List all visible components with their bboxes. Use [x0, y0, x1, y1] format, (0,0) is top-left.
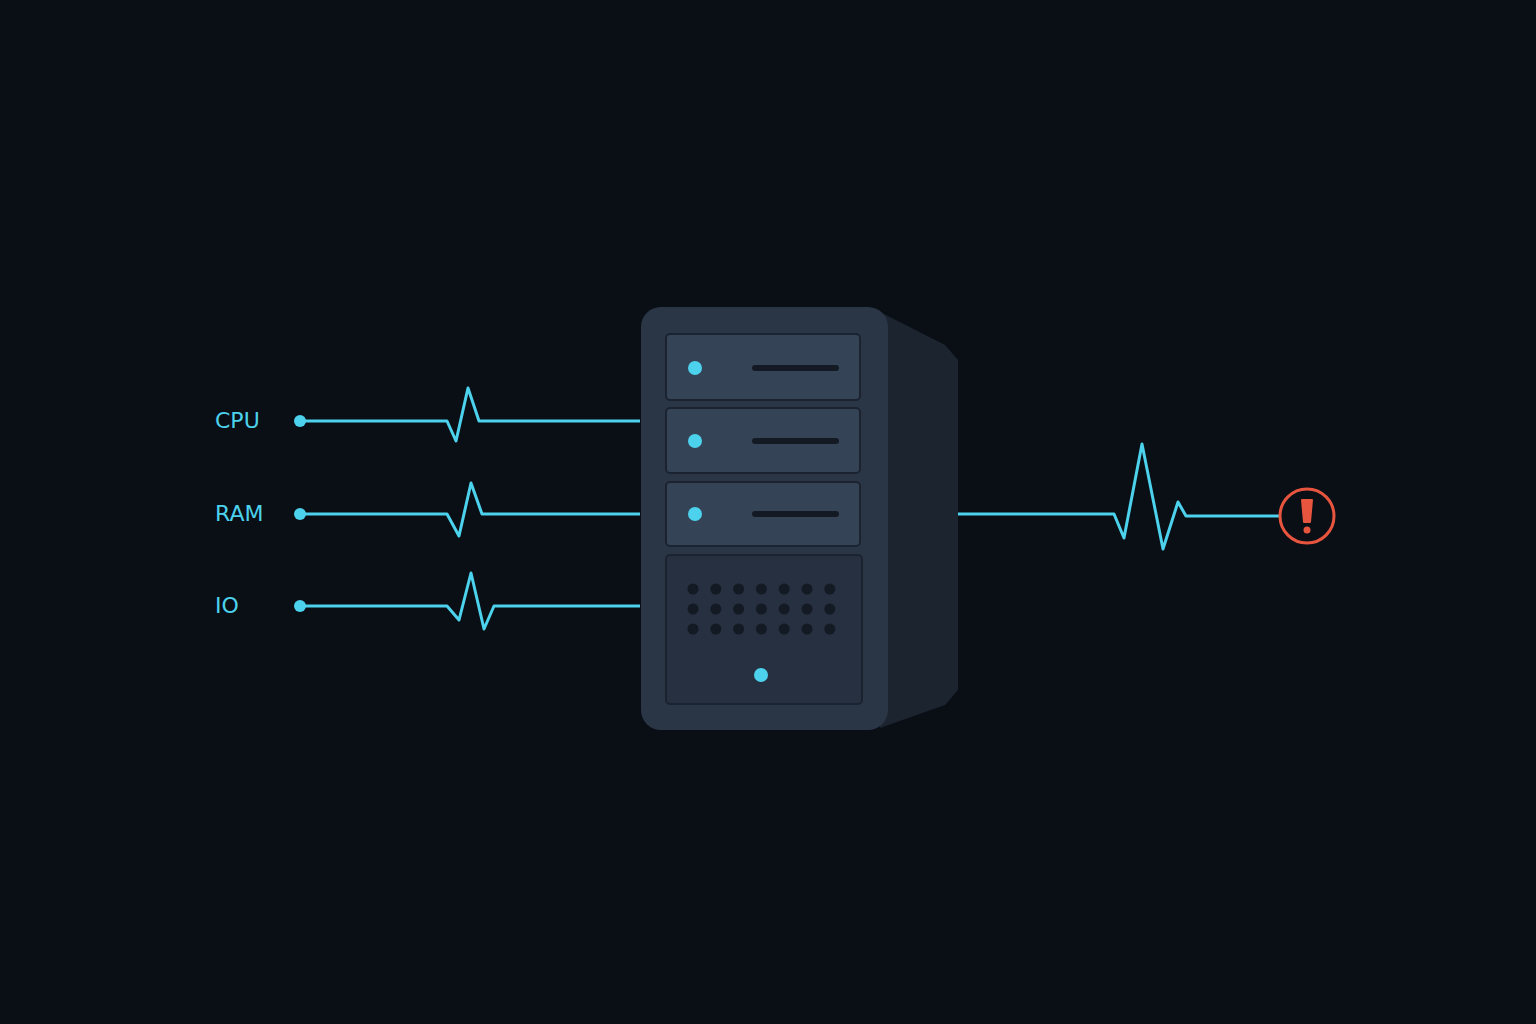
power-led — [754, 668, 768, 682]
vent-hole — [779, 604, 790, 615]
cpu-signal — [300, 388, 640, 441]
vent-grille — [688, 584, 836, 635]
status-led — [688, 507, 702, 521]
vent-hole — [824, 584, 835, 595]
bay-slot — [755, 511, 836, 517]
signal-lines — [300, 388, 1280, 629]
server-front — [641, 307, 888, 730]
input-dot — [294, 508, 306, 520]
vent-hole — [802, 604, 813, 615]
drive-bay — [666, 334, 860, 400]
vent-hole — [779, 584, 790, 595]
vent-hole — [756, 624, 767, 635]
vent-hole — [688, 624, 699, 635]
vent-hole — [733, 604, 744, 615]
vent-hole — [733, 584, 744, 595]
alert-bar — [1302, 500, 1312, 522]
input-dot — [294, 415, 306, 427]
vent-hole — [756, 604, 767, 615]
vent-hole — [802, 624, 813, 635]
alert-ring — [1280, 489, 1334, 543]
vent-hole — [688, 584, 699, 595]
alert-icon — [1280, 489, 1334, 543]
vent-hole — [710, 604, 721, 615]
drive-bay — [666, 482, 860, 546]
bay-slot — [755, 438, 836, 444]
bay-slot — [755, 365, 836, 371]
server-side — [880, 312, 958, 728]
drive-bay — [666, 408, 860, 473]
io-signal — [300, 573, 640, 629]
vent-hole — [824, 624, 835, 635]
ram-signal — [300, 483, 640, 536]
server-tower — [641, 307, 958, 730]
vent-hole — [802, 584, 813, 595]
input-dot — [294, 600, 306, 612]
vent-hole — [710, 624, 721, 635]
status-led — [688, 361, 702, 375]
alert-dot — [1304, 527, 1311, 534]
vent-hole — [710, 584, 721, 595]
status-led — [688, 434, 702, 448]
vent-hole — [733, 624, 744, 635]
vent-hole — [756, 584, 767, 595]
metric-label: RAM — [215, 503, 263, 525]
vent-hole — [688, 604, 699, 615]
vent-hole — [824, 604, 835, 615]
metric-label: IO — [215, 595, 239, 617]
output-signal — [958, 444, 1280, 549]
metric-label: CPU — [215, 410, 260, 432]
vent-panel — [666, 555, 862, 704]
vent-hole — [779, 624, 790, 635]
